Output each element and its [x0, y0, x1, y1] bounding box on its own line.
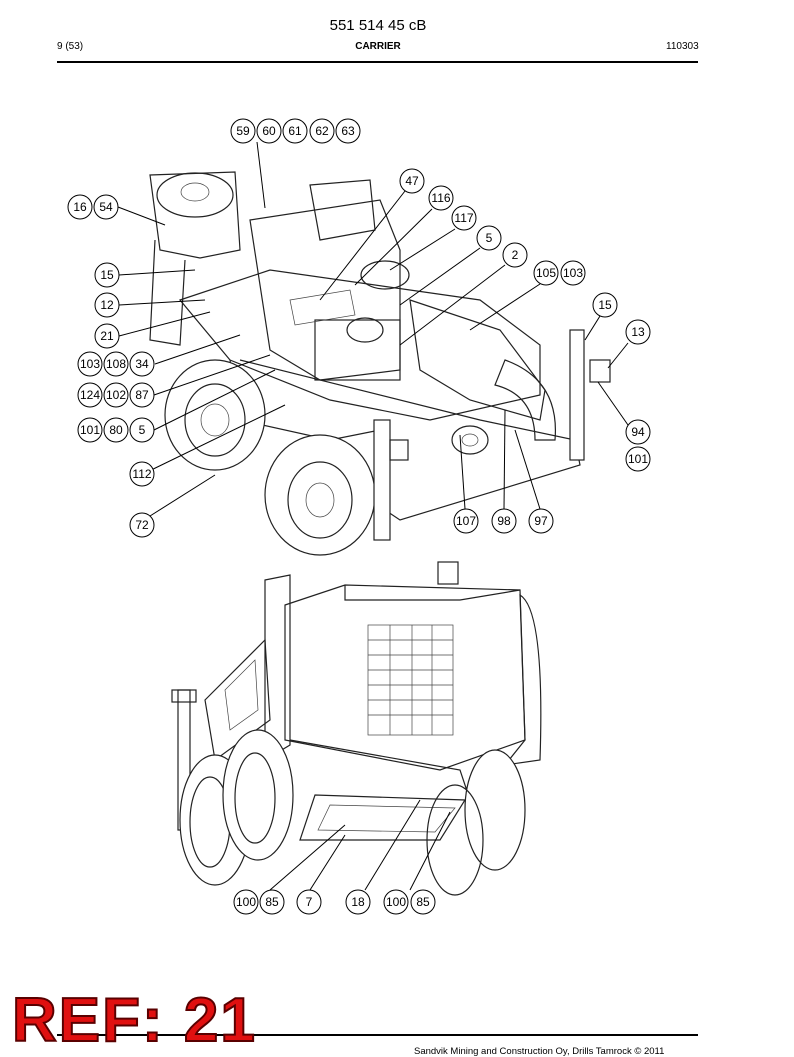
callout-group-59-63: 59 60 61 62 63 [230, 118, 361, 144]
callout-number: 34 [135, 357, 149, 371]
callout-number: 87 [135, 388, 149, 402]
footer-rule [57, 1034, 698, 1036]
callout-number: 59 [236, 124, 250, 138]
callout-number: 100 [386, 895, 406, 909]
callout-bubble: 87 [129, 382, 155, 408]
callout-bubble: 102 [103, 382, 129, 408]
callout-number: 85 [416, 895, 430, 909]
callout-bubble: 98 [491, 508, 517, 534]
callout-bubble: 15 [592, 292, 618, 318]
callout-bubble: 107 [453, 508, 479, 534]
callout-bubble: 2 [502, 242, 528, 268]
callout-number: 13 [631, 325, 645, 339]
callout-number: 60 [262, 124, 276, 138]
callout-bubble: 108 [103, 351, 129, 377]
callout-bubble: 21 [94, 323, 120, 349]
callout-number: 117 [454, 211, 473, 225]
callout-bubble: 105 [533, 260, 559, 286]
callout-number: 97 [534, 514, 548, 528]
callout-number: 116 [431, 191, 450, 205]
callout-number: 112 [132, 467, 151, 481]
carrier-underside-illustration [171, 561, 542, 896]
callout-number: 61 [288, 124, 302, 138]
callout-number: 80 [109, 423, 123, 437]
callout-number: 98 [497, 514, 511, 528]
callout-group-bottom-right: 107 98 97 94 101 [453, 419, 651, 534]
callout-bubble: 101 [77, 417, 103, 443]
callout-bubble: 47 [399, 168, 425, 194]
callout-bubble: 85 [259, 889, 285, 915]
callout-bubble: 117 [451, 205, 477, 231]
callout-number: 108 [106, 357, 126, 371]
callout-number: 15 [598, 298, 612, 312]
callout-number: 5 [486, 231, 493, 245]
reference-overlay: REF: 21 [11, 985, 257, 1056]
callout-bubble: 72 [129, 512, 155, 538]
callout-number: 47 [405, 174, 419, 188]
carrier-top-view-illustration [149, 171, 611, 556]
callout-bubble: 62 [309, 118, 335, 144]
callout-number: 12 [100, 298, 114, 312]
callout-bubble: 80 [103, 417, 129, 443]
callout-bubble: 16 [67, 194, 93, 220]
callout-number: 2 [512, 248, 519, 262]
callout-number: 15 [100, 268, 114, 282]
callout-number: 16 [73, 200, 87, 214]
callout-number: 101 [628, 452, 648, 466]
callout-number: 5 [139, 423, 146, 437]
callout-number: 94 [631, 425, 645, 439]
callout-number: 100 [236, 895, 256, 909]
callout-bubble: 15 [94, 262, 120, 288]
callout-group-left: 16 54 15 12 21 103 108 34 124 102 87 101… [67, 194, 155, 538]
callout-bubble: 7 [296, 889, 322, 915]
date-code: 110303 [666, 41, 699, 52]
callout-bubble: 13 [625, 319, 651, 345]
callout-number: 103 [80, 357, 100, 371]
callout-bubble: 5 [476, 225, 502, 251]
callout-bubble: 18 [345, 889, 371, 915]
callout-bubble: 54 [93, 194, 119, 220]
callout-bubble: 124 [77, 382, 103, 408]
document-number: 551 514 45 cB [329, 17, 427, 34]
callout-number: 124 [80, 388, 100, 402]
callout-bubble: 61 [282, 118, 308, 144]
callout-bubble: 60 [256, 118, 282, 144]
callout-group-lower-illustration: 100 85 7 18 100 85 [233, 889, 436, 915]
copyright-footer: Sandvik Mining and Construction Oy, Dril… [414, 1046, 665, 1057]
header-rule [57, 61, 698, 63]
callout-bubble: 103 [77, 351, 103, 377]
callout-number: 105 [536, 266, 556, 280]
callout-bubble: 12 [94, 292, 120, 318]
callout-bubble: 97 [528, 508, 554, 534]
leader-lines [117, 141, 629, 891]
callout-bubble: 94 [625, 419, 651, 445]
callout-bubble: 116 [428, 185, 454, 211]
section-title: CARRIER [355, 41, 401, 52]
callout-bubble: 34 [129, 351, 155, 377]
callout-bubble: 85 [410, 889, 436, 915]
callout-number: 18 [351, 895, 365, 909]
callout-bubble: 59 [230, 118, 256, 144]
callout-bubble: 5 [129, 417, 155, 443]
callout-number: 54 [99, 200, 113, 214]
callout-number: 21 [100, 329, 114, 343]
callout-bubble: 103 [560, 260, 586, 286]
callout-bubble: 100 [383, 889, 409, 915]
callout-number: 101 [80, 423, 100, 437]
callout-number: 102 [106, 388, 126, 402]
page-number: 9 (53) [57, 41, 84, 52]
callout-number: 7 [306, 895, 313, 909]
callout-bubble: 63 [335, 118, 361, 144]
callout-group-right-upper: 47 116 117 5 2 105 103 15 13 [399, 168, 651, 345]
callout-bubble: 100 [233, 889, 259, 915]
callout-bubble: 101 [625, 446, 651, 472]
callout-number: 103 [563, 266, 583, 280]
callout-number: 63 [341, 124, 355, 138]
callout-number: 107 [456, 514, 476, 528]
callout-bubble: 112 [129, 461, 155, 487]
callout-number: 85 [265, 895, 279, 909]
callout-number: 62 [315, 124, 329, 138]
callout-number: 72 [135, 518, 149, 532]
